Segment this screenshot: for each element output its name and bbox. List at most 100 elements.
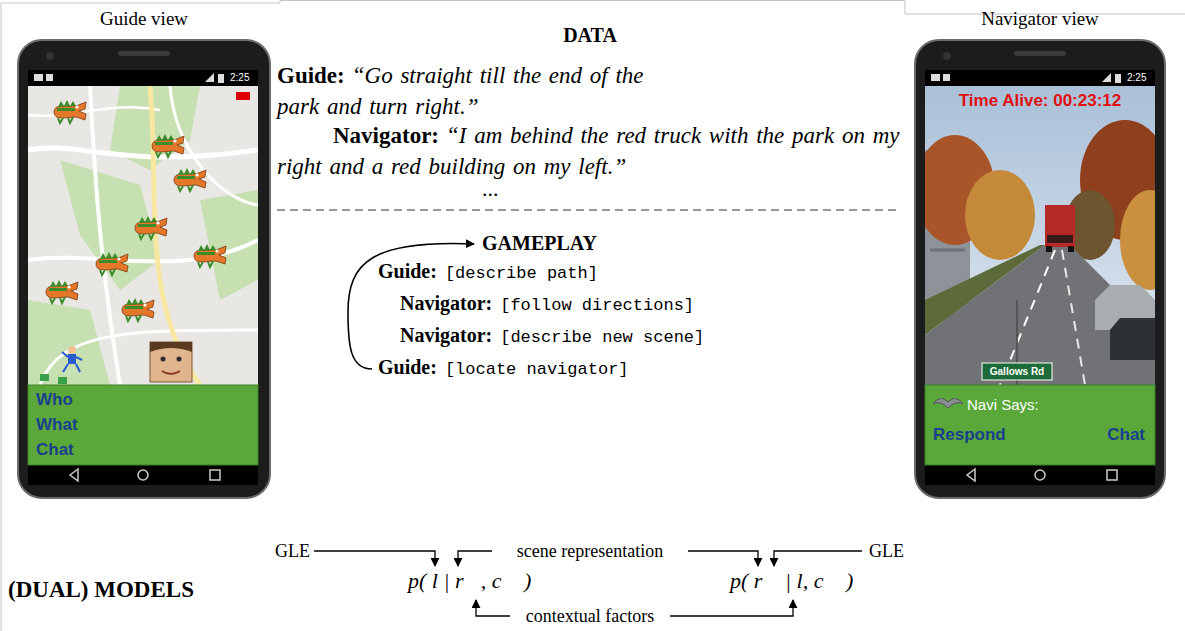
street-view: [1120, 190, 1155, 290]
avatar-icon: [161, 357, 166, 362]
player-icon: [62, 346, 82, 372]
truck: [1045, 205, 1075, 247]
map: [194, 244, 226, 267]
guide-phone: [34, 74, 43, 81]
navigator-phone: [931, 74, 940, 81]
map: [40, 330, 258, 385]
truck: [1046, 246, 1052, 252]
avatar-icon: [150, 342, 192, 382]
truck: [1047, 235, 1073, 243]
speaker-name: Navigator:: [333, 123, 439, 148]
map: [170, 86, 258, 205]
map: [58, 377, 67, 384]
player-icon: [68, 354, 76, 364]
map: [236, 92, 250, 100]
navigator-phone: [1102, 73, 1111, 82]
menu-item: Who: [36, 390, 73, 410]
guide-phone: [18, 40, 270, 498]
leader-arrow: [774, 551, 862, 566]
view-title: Guide view: [18, 7, 270, 31]
map: [28, 300, 110, 385]
navigator-phone: [1035, 470, 1045, 480]
button-label: Chat: [1107, 425, 1145, 445]
section-heading: DATA: [563, 22, 617, 48]
timer-text: Time Alive: 00:23:12: [959, 90, 1122, 112]
guide-phone: [118, 51, 170, 56]
guide-phone: [205, 73, 214, 82]
guide-phone: [218, 74, 224, 83]
action-tag: [locate navigator]: [445, 360, 629, 379]
street-view: [925, 86, 1155, 385]
guide-phone: [46, 74, 53, 81]
leader-arrow: [688, 551, 758, 566]
navigator-phone: [1115, 74, 1121, 83]
map: [174, 168, 206, 191]
street-view: [1062, 250, 1085, 385]
avatar-icon: [150, 342, 192, 352]
action-tag: [follow directions]: [500, 296, 694, 315]
street-sign-text: Gallows Rd: [990, 365, 1044, 378]
map: [28, 86, 258, 385]
street-view: [925, 245, 1155, 385]
utterance-line: Guide:“Go straight till the end of the p…: [277, 60, 649, 122]
action-tag: [describe path]: [445, 264, 598, 283]
guide-phone: [70, 469, 78, 481]
speaker-name: Guide:: [378, 356, 437, 378]
gameplay-step: Guide: [describe path]: [378, 258, 598, 287]
speaker-name: Guide:: [378, 260, 437, 282]
leader-arrow: [670, 600, 793, 616]
section-heading: GAMEPLAY: [482, 230, 597, 256]
annotation: GLE: [272, 540, 313, 562]
message-panel: Navi Says:RespondChat: [925, 385, 1155, 465]
status-time: 2:25: [1127, 72, 1146, 84]
leader-arrow: [476, 600, 510, 616]
annotation: GLE: [866, 540, 907, 562]
map: [96, 252, 128, 275]
speaker-name: Guide:: [277, 63, 345, 88]
truck: [1068, 246, 1074, 252]
status-time: 2:25: [230, 72, 249, 84]
guide-phone: [28, 70, 258, 485]
action-tag: [describe new scene]: [500, 328, 704, 347]
speaker-name: Navigator:: [400, 292, 492, 314]
street-view: [965, 170, 1035, 260]
avatar-icon: [162, 371, 180, 374]
map: [28, 86, 258, 385]
formula: p( r⃗ | l, c⃗ ): [730, 568, 853, 594]
button-label: Respond: [933, 425, 1006, 445]
view-title: Navigator view: [915, 7, 1165, 31]
avatar-icon: [177, 357, 182, 362]
menu-panel: WhoWhatChat: [28, 385, 258, 465]
navigator-phone: [1107, 470, 1117, 480]
street-view: [1110, 318, 1155, 360]
gameplay-step: Navigator: [follow directions]: [400, 290, 694, 319]
navigator-phone: [943, 74, 950, 81]
map: [40, 374, 49, 381]
map: [28, 107, 160, 116]
truck: [1045, 205, 1075, 252]
formula: p( l | r⃗, c⃗ ): [408, 568, 531, 594]
leader-arrow: [458, 551, 492, 566]
utterance-line: Navigator:“I am behind the red truck wit…: [277, 120, 909, 182]
navigator-phone: [915, 40, 1180, 498]
map: [135, 216, 167, 239]
navigator-phone: [1014, 51, 1066, 56]
menu-item: Chat: [36, 440, 74, 460]
navigator-phone: [925, 385, 1155, 465]
map: [54, 100, 86, 123]
player-icon: [68, 346, 76, 354]
map: [152, 134, 184, 157]
guide-phone: [28, 385, 258, 465]
map: [28, 148, 258, 157]
gameplay-step: Navigator:[describe new scene]: [400, 322, 704, 351]
ellipsis: ...: [482, 176, 499, 202]
map: [46, 280, 78, 303]
guide-phone: [18, 40, 270, 498]
phone-screen: Guide viewWhoWhatChat: [18, 40, 270, 498]
leader-arrow: [314, 551, 435, 566]
guide-phone: [210, 470, 220, 480]
avatar-icon: [150, 342, 192, 382]
player-icon: [62, 352, 82, 372]
gameplay-step: Guide: [locate navigator]: [378, 354, 629, 383]
